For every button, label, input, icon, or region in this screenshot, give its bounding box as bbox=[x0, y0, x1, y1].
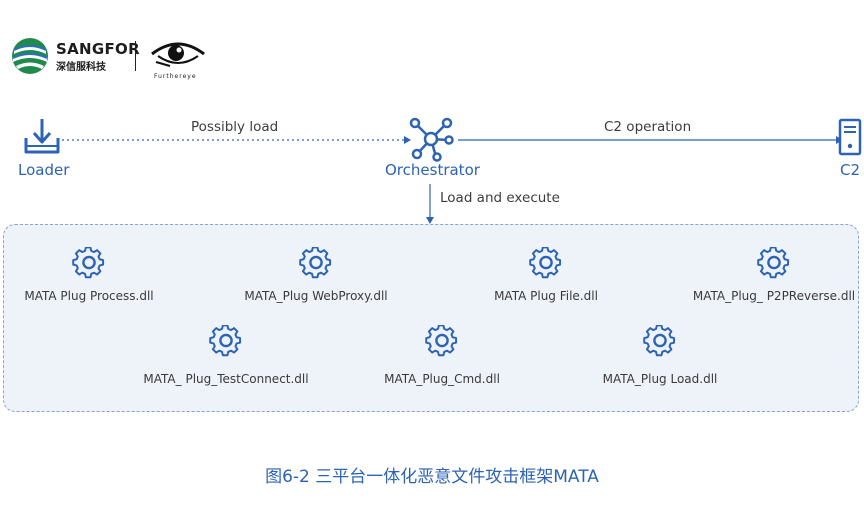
figure-caption: 图6-2 三平台一体化恶意文件攻击框架MATA bbox=[265, 467, 599, 487]
plugin-label: MATA_Plug Load.dll bbox=[602, 372, 718, 386]
plugin-container bbox=[3, 224, 859, 412]
eye-logo-icon bbox=[151, 42, 205, 67]
download-icon bbox=[24, 119, 60, 154]
gear-icon bbox=[299, 247, 332, 279]
gear-icon bbox=[757, 247, 790, 279]
flow-connectors bbox=[62, 136, 843, 224]
possibly-load-label: Possibly load bbox=[191, 119, 279, 135]
plugin-label: MATA Plug File.dll bbox=[494, 289, 598, 303]
sangfor-logo-icon bbox=[12, 38, 48, 74]
gear-icon bbox=[72, 247, 105, 279]
brand-name: SANGFOR bbox=[56, 40, 140, 58]
load-and-execute-label: Load and execute bbox=[440, 190, 560, 206]
c2-operation-label: C2 operation bbox=[604, 119, 692, 135]
network-hub-icon bbox=[409, 117, 454, 162]
plugin-label: MATA_ Plug_TestConnect.dll bbox=[143, 372, 309, 386]
gear-icon bbox=[643, 325, 676, 357]
plugin-label: MATA_Plug_Cmd.dll bbox=[384, 372, 500, 386]
brand-subtitle: 深信服科技 bbox=[56, 62, 106, 73]
loader-label: Loader bbox=[18, 161, 70, 179]
gear-icon bbox=[425, 325, 458, 357]
plugin-label: MATA_Plug WebProxy.dll bbox=[244, 289, 388, 303]
c2-label: C2 bbox=[840, 161, 861, 179]
server-icon bbox=[838, 118, 862, 156]
gear-icon bbox=[529, 247, 562, 279]
logo-divider bbox=[135, 41, 136, 71]
gear-icon bbox=[209, 325, 242, 357]
orchestrator-label: Orchestrator bbox=[385, 161, 480, 179]
plugin-label: MATA_Plug_ P2PReverse.dll bbox=[692, 289, 856, 303]
partner-subtitle: Furthereye bbox=[154, 73, 197, 80]
plugin-label: MATA Plug Process.dll bbox=[24, 289, 154, 303]
